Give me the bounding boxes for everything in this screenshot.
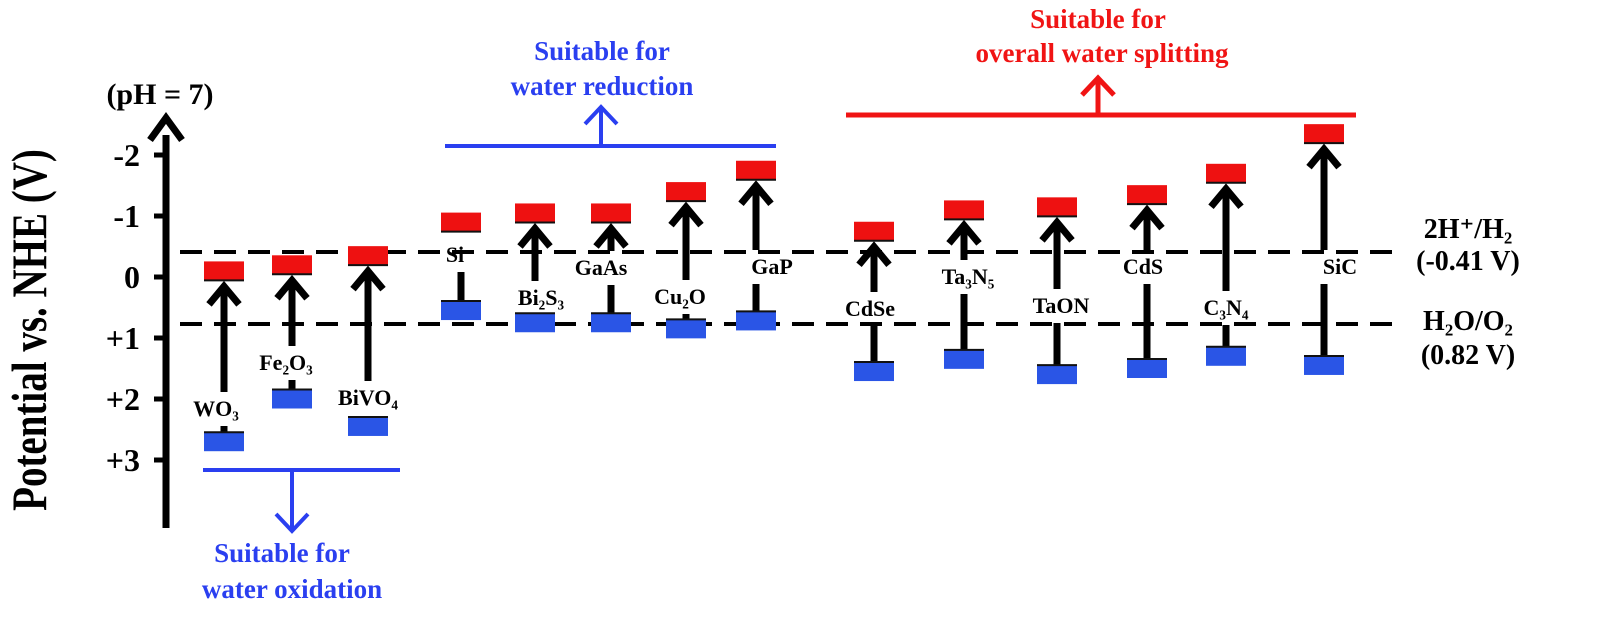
material-7: GaP [736,160,793,331]
material-12: C₃N₄ [1204,163,1249,366]
valence-band-edge [348,416,388,436]
conduction-band-edge [1304,124,1344,144]
material-4: Bi₂S₃ [515,203,565,333]
h2-reference-label: 2H⁺/H₂ [1424,214,1513,245]
y-tick-label: 0 [124,259,140,295]
valence-band-edge [515,313,555,333]
valence-band-edge [591,313,631,333]
material-label: TaON [1033,293,1090,318]
band-gap-arrowhead [350,265,386,292]
ph-label: (pH = 7) [106,78,213,111]
material-label: Si [446,242,464,267]
material-13: SiC [1304,124,1357,375]
o2-reference-value: (0.82 V) [1421,340,1515,371]
band-gap-arrowhead [668,201,704,228]
group-oxidation-arrowhead [274,512,310,534]
group-reduction-arrowhead [583,104,619,126]
material-label: SiC [1323,254,1357,279]
band-gap-arrowhead [206,280,242,307]
material-label: WO₃ [193,396,239,421]
conduction-band-edge [736,160,776,180]
band-gap-arrowhead [593,222,629,249]
conduction-band-edge [854,221,894,241]
band-gap-arrowhead [1208,183,1244,210]
material-label: GaP [751,254,793,279]
band-gap-arrowhead [738,180,774,206]
o2-reference-label: H₂O/O₂ [1423,306,1513,337]
group-overall-title-line2: overall water splitting [976,38,1229,68]
group-overall: Suitable for overall water splitting [846,4,1356,118]
band-gap-arrowhead [1306,143,1342,170]
material-8: CdSe [845,221,895,382]
group-reduction-title-line2: water reduction [511,71,694,101]
conduction-band-edge [348,246,388,266]
y-ticks: -2 -1 0 +1 +2 +3 [106,137,166,478]
conduction-band-edge [1127,185,1167,205]
material-9: Ta₃N₅ [942,200,995,369]
material-label: Fe₂O₃ [259,350,313,375]
material-2: BiVO₄ [338,246,398,436]
group-oxidation-title-line1: Suitable for [214,538,350,568]
band-gap-arrowhead [946,219,982,246]
material-6: Cu₂O [654,182,706,339]
conduction-band-edge [944,200,984,220]
conduction-band-edge [204,261,244,281]
material-label: CdS [1123,254,1163,279]
material-label: C₃N₄ [1204,295,1249,320]
conduction-band-edge [441,212,481,232]
band-gap-arrowhead [1129,204,1165,231]
y-tick-label: +1 [106,320,140,356]
conduction-band-edge [1206,163,1246,183]
band-gap-arrowhead [517,222,553,249]
material-10: TaON [1033,197,1090,385]
material-1: Fe₂O₃ [259,255,313,409]
h2-reference-value: (-0.41 V) [1416,246,1520,277]
band-gap-arrowhead [1039,216,1075,243]
material-label: Ta₃N₅ [942,264,995,289]
y-tick-label: +2 [106,381,140,417]
conduction-band-edge [666,182,706,202]
material-label: Cu₂O [654,284,706,309]
valence-band-edge [854,362,894,382]
y-tick-label: -2 [113,137,140,173]
conduction-band-edge [1037,197,1077,217]
band-gap-arrowhead [856,241,892,267]
y-tick-label: -1 [113,198,140,234]
band-gap-arrowhead [274,274,310,301]
valence-band-edge [441,301,481,321]
y-axis-arrowhead [147,112,185,143]
material-5: GaAs [575,203,631,333]
conduction-band-edge [591,203,631,223]
group-overall-arrowhead [1080,74,1116,97]
group-reduction: Suitable for water reduction [445,36,776,148]
group-oxidation: Suitable for water oxidation [202,468,400,604]
material-0: WO₃ [193,261,244,452]
group-overall-title-line1: Suitable for [1030,4,1166,34]
material-label: BiVO₄ [338,385,398,410]
valence-band-edge [204,432,244,452]
group-reduction-title-line1: Suitable for [534,36,670,66]
material-3: Si [441,212,481,321]
valence-band-edge [736,311,776,331]
valence-band-edge [1206,346,1246,366]
valence-band-edge [272,389,312,409]
material-label: CdSe [845,296,895,321]
y-axis-title: Potential vs. NHE (V) [1,149,57,511]
material-label: GaAs [575,255,628,280]
material-11: CdS [1123,185,1167,378]
conduction-band-edge [272,255,312,275]
valence-band-edge [1037,365,1077,385]
valence-band-edge [666,319,706,339]
valence-band-edge [1127,359,1167,378]
y-tick-label: +3 [106,442,140,478]
conduction-band-edge [515,203,555,223]
valence-band-edge [944,349,984,369]
material-label: Bi₂S₃ [518,285,565,310]
group-oxidation-title-line2: water oxidation [202,574,382,604]
valence-band-edge [1304,355,1344,375]
